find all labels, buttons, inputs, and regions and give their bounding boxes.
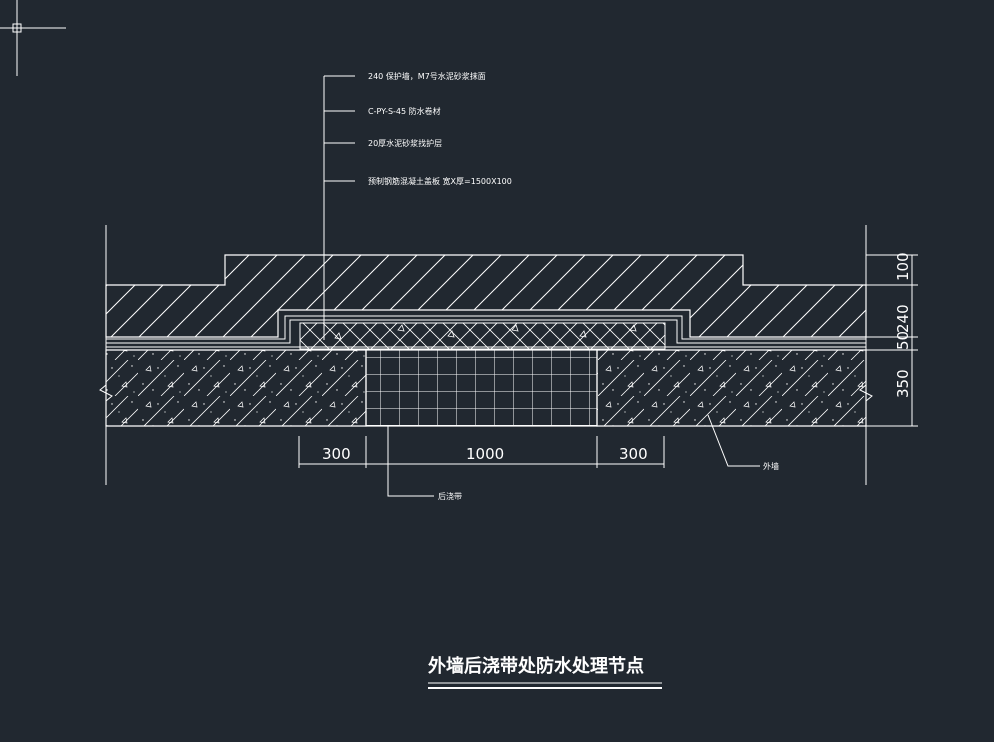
label-exterior-wall: 外墙 — [763, 461, 779, 471]
post-pour-strip — [365, 349, 598, 427]
exterior-wall-right — [596, 349, 867, 427]
label-post-pour-strip: 后浇带 — [438, 491, 462, 501]
dim-100: 100 — [894, 252, 912, 281]
precast-cover-slab — [299, 322, 666, 350]
waterproof-membrane — [106, 315, 866, 344]
callout-waterproof-membrane: C-PY-S-45 防水卷材 — [368, 106, 441, 116]
dim-350: 350 — [894, 369, 912, 398]
callout-precast-slab: 预制钢筋混凝土盖板 宽X厚=1500X100 — [368, 176, 512, 186]
right-dimension-chain — [866, 254, 918, 427]
dim-300-left: 300 — [322, 445, 351, 463]
bottom-dimension-chain — [298, 436, 665, 468]
title-underline — [428, 682, 662, 689]
callout-leaders — [323, 75, 760, 497]
cursor-crosshair-icon — [0, 0, 66, 76]
dim-240: 240 — [894, 304, 912, 333]
dim-300-right: 300 — [619, 445, 648, 463]
drawing-title: 外墙后浇带处防水处理节点 — [428, 655, 644, 677]
callout-protective-wall: 240 保护墙，M7号水泥砂浆抹面 — [368, 71, 486, 81]
dim-1000: 1000 — [466, 445, 504, 463]
callout-mortar-layer: 20厚水泥砂浆找护层 — [368, 138, 442, 148]
dim-50: 50 — [894, 331, 912, 350]
slab-aggregate — [334, 324, 637, 340]
exterior-wall-left — [105, 349, 367, 427]
